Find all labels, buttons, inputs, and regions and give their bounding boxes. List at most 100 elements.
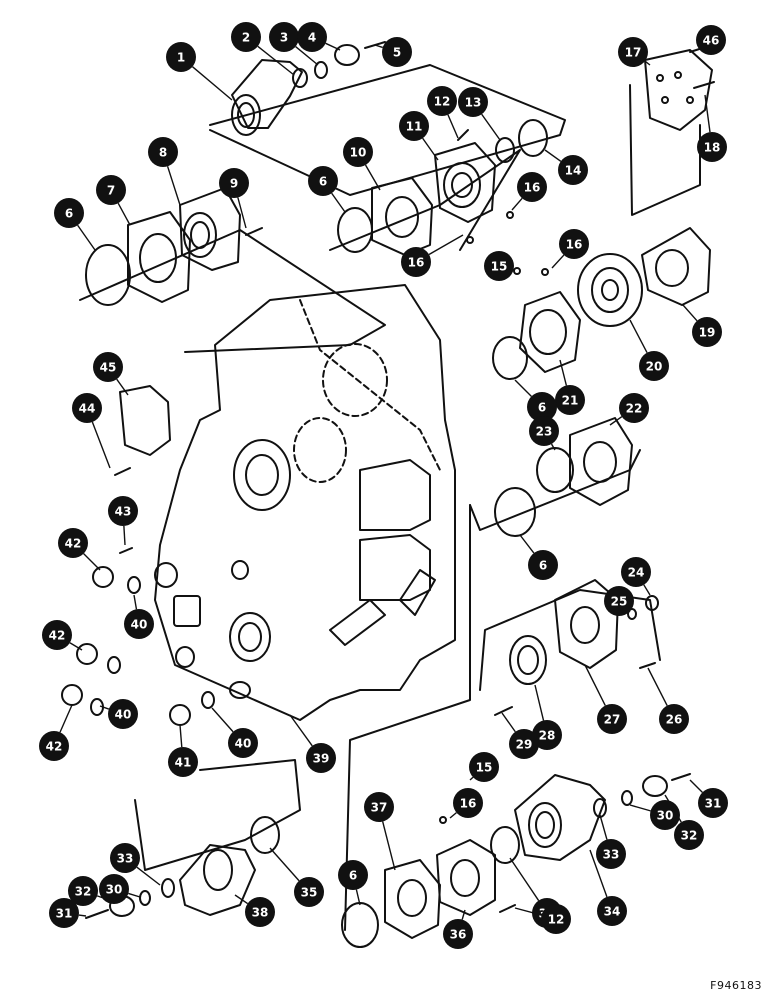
callout-circle bbox=[343, 137, 373, 167]
callout-circle bbox=[42, 620, 72, 650]
callout-label: 6 bbox=[538, 401, 546, 415]
cover-8 bbox=[179, 187, 241, 271]
callout-label: 12 bbox=[434, 95, 451, 109]
plug-41 bbox=[169, 704, 191, 726]
callout-39: 39 bbox=[306, 743, 336, 773]
callout-leader-19 bbox=[682, 304, 698, 322]
callout-label: 30 bbox=[657, 809, 674, 823]
callout-circle bbox=[219, 168, 249, 198]
retainer-36 bbox=[436, 839, 496, 916]
callout-circle bbox=[527, 392, 557, 422]
callout-circle bbox=[308, 166, 338, 196]
callout-label: 2 bbox=[242, 31, 250, 45]
callout-label: 5 bbox=[393, 46, 401, 60]
callout-circle bbox=[108, 496, 138, 526]
callout-label: 31 bbox=[705, 797, 722, 811]
callout-leader-16 bbox=[449, 812, 457, 819]
callout-28: 28 bbox=[532, 720, 562, 750]
callout-46: 46 bbox=[696, 25, 726, 55]
callout-leader-33 bbox=[136, 866, 161, 886]
callout-27: 27 bbox=[597, 704, 627, 734]
callout-leader-5 bbox=[374, 44, 383, 49]
callout-circle bbox=[168, 747, 198, 777]
callout-circle bbox=[124, 609, 154, 639]
fitting-16-c bbox=[541, 268, 549, 276]
callout-circle bbox=[443, 919, 473, 949]
callout-circle bbox=[696, 25, 726, 55]
callout-circle bbox=[619, 393, 649, 423]
disc-4 bbox=[334, 44, 360, 66]
fitting-16-b bbox=[506, 211, 514, 219]
pump-plate-19 bbox=[641, 227, 711, 306]
callout-leader-12 bbox=[447, 114, 459, 139]
callout-21: 21 bbox=[555, 385, 585, 415]
callout-leader-40 bbox=[133, 594, 138, 610]
callout-leader-26 bbox=[647, 667, 668, 706]
callout-label: 20 bbox=[646, 360, 663, 374]
cover-11 bbox=[434, 142, 496, 223]
callout-leader-9 bbox=[237, 197, 247, 229]
ring-13 bbox=[495, 137, 515, 163]
callout-circle bbox=[528, 550, 558, 580]
callout-leader-30 bbox=[128, 892, 141, 898]
callout-label: 10 bbox=[350, 146, 367, 160]
plug-42-middle bbox=[76, 643, 98, 665]
callout-label: 22 bbox=[626, 402, 643, 416]
callout-label: 3 bbox=[280, 31, 288, 45]
callout-33: 33 bbox=[110, 843, 140, 873]
callout-circle bbox=[166, 42, 196, 72]
callout-label: 32 bbox=[75, 885, 92, 899]
callout-label: 40 bbox=[115, 708, 132, 722]
callout-label: 33 bbox=[603, 848, 620, 862]
callout-32: 32 bbox=[68, 876, 98, 906]
callout-circle bbox=[306, 743, 336, 773]
callout-circle bbox=[108, 699, 138, 729]
callout-label: 25 bbox=[611, 595, 628, 609]
callout-42: 42 bbox=[39, 731, 69, 761]
callout-label: 30 bbox=[106, 883, 123, 897]
callout-label: 18 bbox=[704, 141, 721, 155]
callout-leader-35 bbox=[509, 857, 540, 901]
callout-leader-6 bbox=[519, 534, 535, 554]
callout-16: 16 bbox=[559, 229, 589, 259]
yoke-upper bbox=[231, 59, 303, 136]
callout-32: 32 bbox=[674, 820, 704, 850]
callout-leader-28 bbox=[534, 684, 545, 721]
callout-31: 31 bbox=[49, 898, 79, 928]
callout-circle bbox=[692, 317, 722, 347]
callout-leader-2 bbox=[257, 45, 295, 76]
disc-32-right bbox=[642, 775, 668, 797]
callout-leader-3 bbox=[295, 45, 319, 66]
plug-24 bbox=[645, 595, 659, 611]
callout-37: 37 bbox=[364, 792, 394, 822]
bolt-31-right bbox=[671, 773, 691, 781]
gasket-22 bbox=[569, 417, 633, 506]
callout-circle bbox=[231, 22, 261, 52]
callout-circle bbox=[49, 898, 79, 928]
callout-26: 26 bbox=[659, 704, 689, 734]
callout-circle bbox=[697, 132, 727, 162]
bolt-29 bbox=[494, 706, 513, 716]
callout-leader-6 bbox=[514, 379, 532, 397]
callout-leader-18 bbox=[704, 94, 711, 133]
group-outline-pump bbox=[629, 84, 701, 216]
callout-25: 25 bbox=[604, 586, 634, 616]
callout-leader-38 bbox=[234, 894, 248, 905]
bolt-31-left bbox=[85, 909, 109, 919]
callout-leader-27 bbox=[584, 664, 606, 706]
callout-label: 34 bbox=[604, 905, 621, 919]
callout-label: 6 bbox=[65, 207, 73, 221]
callout-label: 8 bbox=[159, 146, 167, 160]
cover-plate-45 bbox=[119, 385, 171, 456]
callout-leader-13 bbox=[481, 113, 501, 141]
callout-22: 22 bbox=[619, 393, 649, 423]
callout-circle bbox=[294, 877, 324, 907]
callout-leader-6 bbox=[355, 889, 361, 906]
callout-label: 37 bbox=[371, 801, 388, 815]
o-ring-6-mid bbox=[337, 207, 373, 253]
group-outline-lower-cover bbox=[479, 589, 661, 691]
callout-leader-40 bbox=[99, 705, 110, 710]
transmission-housing-39 bbox=[154, 284, 456, 721]
plug-42-upper bbox=[92, 566, 114, 588]
